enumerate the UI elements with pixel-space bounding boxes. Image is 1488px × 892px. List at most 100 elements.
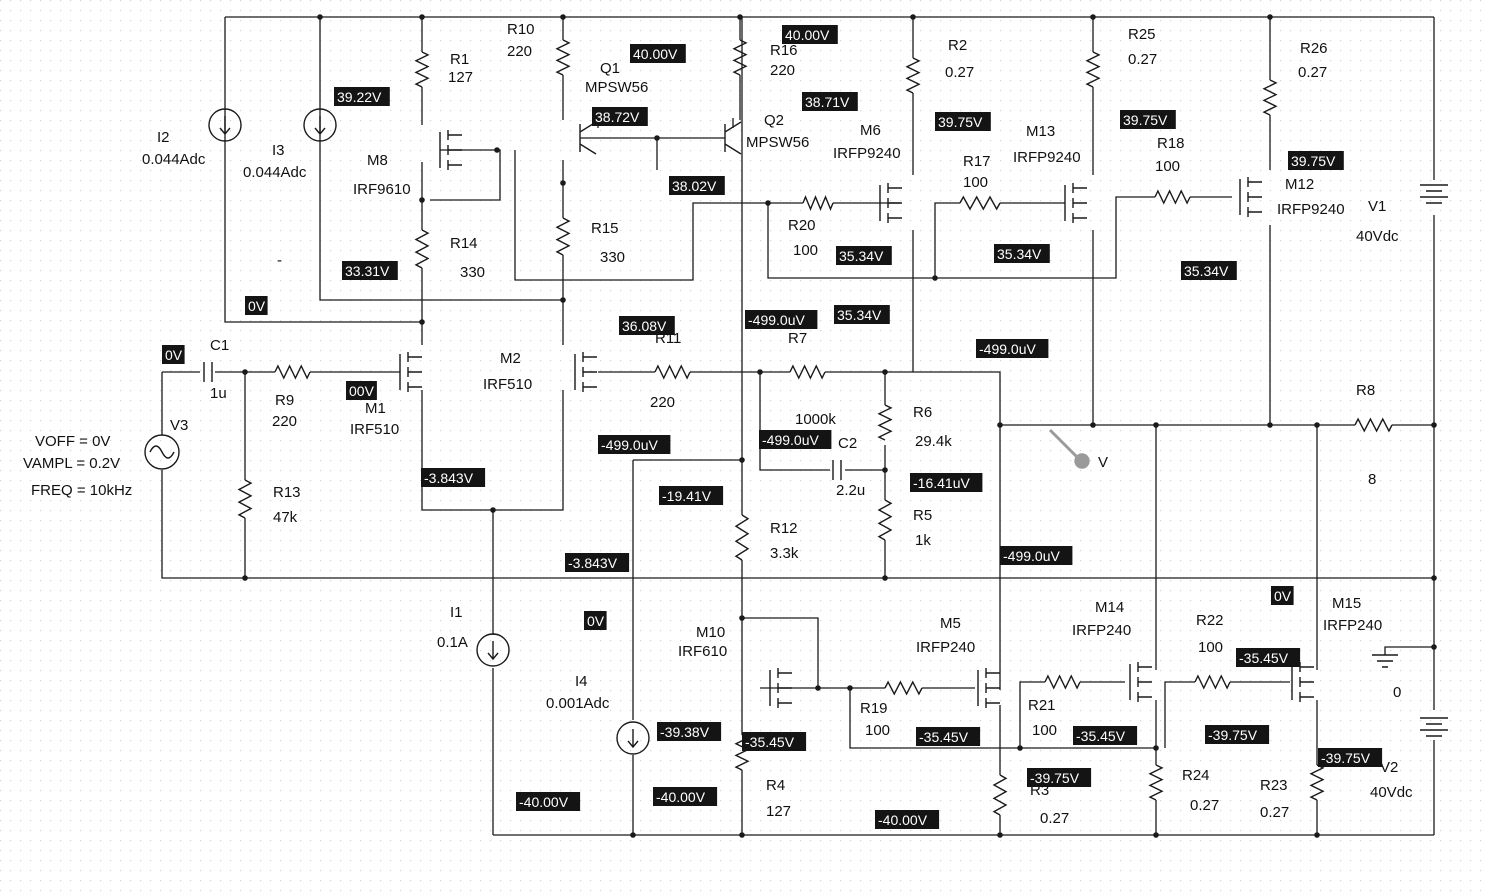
voltage-probe-flag [1027,768,1092,787]
r20-ref-label: R20 [788,217,816,234]
voltage-probe-flag [1318,748,1383,767]
v1-ref-label: V1 [1368,198,1386,215]
junction-dot [560,14,566,20]
junction-dot [882,467,888,473]
junction-dot [932,275,938,281]
r15-value-label: 330 [600,249,625,266]
m13-symbol [1064,183,1087,223]
voltage-probe-value: -35.45V [1239,650,1289,666]
voltage-probe-flag [584,611,607,630]
m14-value-label: IRFP240 [1072,622,1131,639]
r14-ref-label: R14 [450,235,478,252]
voltage-probe-value: -35.45V [919,729,969,745]
i1-symbol [476,633,510,667]
voltage-probe-flag [653,787,718,806]
r5-ref-label: R5 [913,507,932,524]
r1-value-label: 127 [448,69,473,86]
m2-value-label: IRF510 [483,376,532,393]
r1-body [414,51,430,88]
voltage-probe-value: -39.75V [1321,750,1371,766]
wires [161,16,1435,836]
r7-ref-label: R7 [788,330,807,347]
i4-value-label: 0.001Adc [546,695,610,712]
r4-ref-label: R4 [766,777,785,794]
voltage-probe-flag [935,112,991,131]
v2-value-label: 40Vdc [1370,784,1413,801]
r9-body [274,364,311,380]
voltage-probe-flag [659,486,724,505]
junction-dot [1017,745,1023,751]
junction-dot [1153,832,1159,838]
wire [161,470,1434,579]
r19-ref-label: R19 [860,700,888,717]
r26-ref-label: R26 [1300,40,1328,57]
v3-symbol [144,434,180,470]
m8-symbol [439,130,462,170]
r2-body [905,57,921,94]
i1-symbol-arrow-icon [487,641,499,661]
probe-marker-label: V [1098,454,1108,471]
r24-value-label: 0.27 [1190,797,1219,814]
m10-value-label: IRF610 [678,643,727,660]
junction-dot [419,197,425,203]
voltage-probe-value: 35.34V [837,307,882,323]
i4-symbol-arrow-icon [627,729,639,749]
junction-dot [1153,745,1159,751]
r26-value-label: 0.27 [1298,64,1327,81]
wire [1019,681,1045,748]
sine-icon [149,445,175,459]
voltage-probe-value: -499.0uV [1003,548,1060,564]
voltage-probe-value: 0V [165,347,183,363]
voltage-probe-value: 35.34V [997,246,1042,262]
junction-dot [490,507,496,513]
junction-dot [1314,422,1320,428]
i3-symbol-arrow-icon [314,116,326,136]
junction-dot [1431,575,1437,581]
voltage-probe-flag [421,468,486,487]
r1-ref-label: R1 [450,51,469,68]
voltage-probe-flag [1000,546,1073,565]
r24-ref-label: R24 [1182,767,1210,784]
voltage-probe-flag [630,44,686,63]
m15-ref-label: M15 [1332,595,1361,612]
junction-dot [1431,422,1437,428]
junction-dot [739,832,745,838]
wire [1384,646,1434,655]
voltage-probe-value: -499.0uV [601,437,658,453]
i2-value-label: 0.044Adc [142,151,206,168]
r22-body [1194,674,1231,690]
junction-dot [654,135,660,141]
r18-ref-label: R18 [1157,135,1185,152]
r8-value-label: 8 [1368,471,1376,488]
m1-symbol [399,352,422,392]
voltage-probe-value: 38.72V [595,109,640,125]
r20-value-label: 100 [793,242,818,259]
voltage-probe-value: 36.08V [622,318,667,334]
r22-ref-label: R22 [1196,612,1224,629]
r11-body [654,364,691,380]
voltage-probe-value: 00V [349,383,375,399]
m14-ref-label: M14 [1095,599,1124,616]
voltage-probe-value: -39.75V [1208,727,1258,743]
r23-ref-label: R23 [1260,777,1288,794]
voltage-probe-value: 38.02V [672,178,717,194]
junction-dot [1267,14,1273,20]
wire [767,196,1155,279]
c1-ref-label: C1 [210,337,229,354]
m5-value-label: IRFP240 [916,639,975,656]
ground-symbol [1372,654,1398,668]
r25-ref-label: R25 [1128,26,1156,43]
r12-ref-label: R12 [770,520,798,537]
junction-dot [419,319,425,325]
i1-value-label: 0.1A [437,634,468,651]
junction-dot [242,369,248,375]
junction-dot [1153,422,1159,428]
voltage-probe-value: -499.0uV [979,341,1036,357]
junction-dot [242,575,248,581]
m10-ref-label: M10 [696,624,725,641]
r17-ref-label: R17 [963,153,991,170]
voltage-probe-value: -3.843V [568,555,618,571]
r20-body [802,195,834,211]
voltage-probe-value: 40.00V [633,46,678,62]
r10-value-label: 220 [507,43,532,60]
